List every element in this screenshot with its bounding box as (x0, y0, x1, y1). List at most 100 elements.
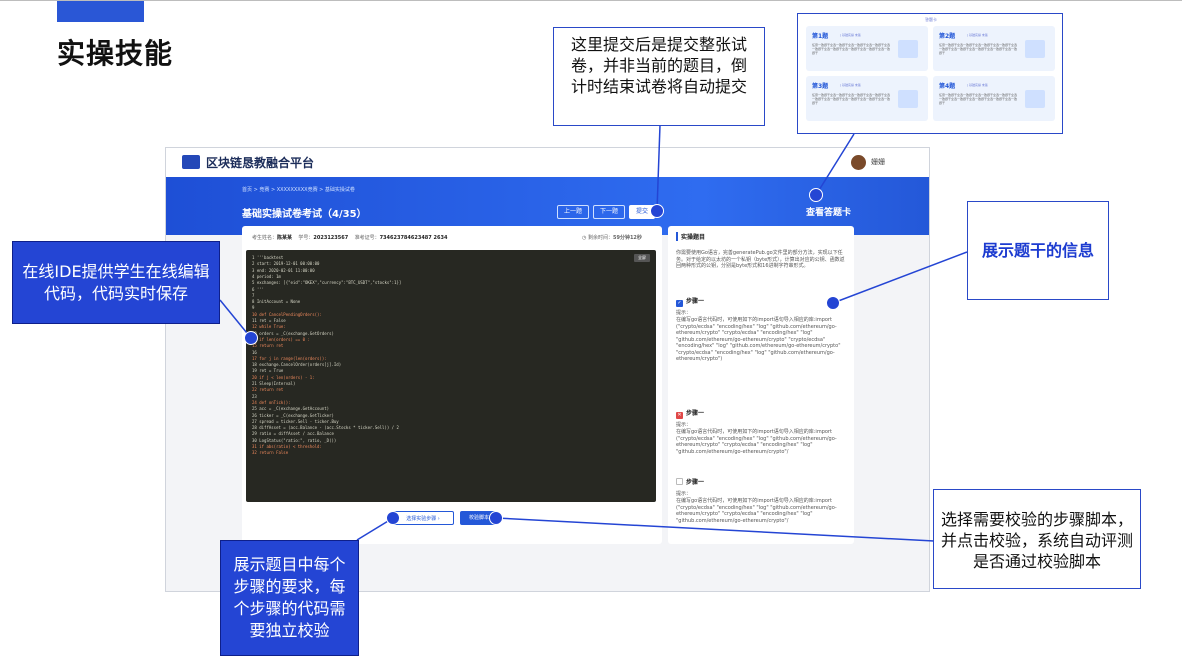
document-icon (1025, 40, 1045, 58)
document-icon (898, 40, 918, 58)
code-line[interactable]: 32 return False (252, 450, 289, 456)
step-2-hint: 在编写go语言代码时，可使用如下的import语句导入相应的库:import (… (676, 429, 837, 455)
step-1-header[interactable]: ✓步骤一 (676, 296, 704, 307)
code-line[interactable]: 10 def CancelPendingOrders(): (252, 311, 322, 317)
ide-callout: 在线IDE提供学生在线编辑代码，代码实时保存 (12, 241, 220, 324)
fullscreen-button[interactable]: 全屏 (634, 254, 650, 262)
connector-line (656, 124, 661, 212)
next-question-button[interactable]: 下一题 (593, 205, 625, 219)
steps-callout: 展示题目中每个步骤的要求，每个步骤的代码需要独立校验 (220, 540, 359, 656)
answer-card-preview: 答题卡 第1题 | 基础实操 未答 任意一致题干全选一致题干全选一致题干全选一致… (797, 13, 1063, 134)
marker-dot (809, 188, 823, 202)
task-description: 你需要使用Go语言，完善generatePub.go文件里的部分方法，实现以下任… (676, 250, 845, 269)
question-card-text: 任意一致题干全选一致题干全选一致题干全选一致题干全选一致题干全选一致题干全选一致… (939, 43, 1018, 55)
clock-icon: ◷ (582, 235, 587, 241)
code-line[interactable]: 8 InitAccount = None (252, 299, 301, 305)
code-line[interactable]: 24 def onTick(): (252, 399, 291, 405)
step-3-header[interactable]: 步骤一 (676, 477, 704, 486)
document-icon (1025, 90, 1045, 108)
code-line[interactable]: 26 ticker = _C(exchange.GetTicker) (252, 412, 334, 418)
marker-dot (386, 511, 400, 525)
breadcrumb[interactable]: 首页 > 竞赛 > XXXXXXXXX竞赛 > 基础实操试卷 (242, 187, 355, 193)
step-1-hint: 在编写go语言代码时，可使用如下的import语句导入相应的库:import (… (676, 317, 841, 362)
code-line[interactable]: 21 Sleep(Interval) (252, 381, 296, 386)
cert-label: 准考证号： (354, 235, 380, 241)
code-line[interactable]: 23 (252, 393, 257, 399)
code-line[interactable]: 19 ret = True (252, 368, 284, 374)
platform-name: 区块链恳教融合平台 (206, 156, 315, 170)
code-line[interactable]: 9 (252, 305, 255, 311)
exam-title: 基础实操试卷考试（4/35） (242, 209, 367, 220)
candidate-name: 陈某某 (277, 235, 293, 241)
document-icon (898, 90, 918, 108)
code-line[interactable]: 7 (252, 292, 255, 298)
code-line[interactable]: 31 if abs(ratio) < threshold: (252, 444, 322, 449)
connector-line (815, 133, 855, 196)
code-line[interactable]: 14 if len(orders) == 0 : (252, 336, 310, 342)
checkbox-checked-icon[interactable]: ✓ (676, 300, 683, 307)
timer-label: 剩余时间： (587, 235, 613, 241)
timer-value: 59分钟12秒 (612, 235, 642, 241)
candidate-cert: 734623784623487 2634 (379, 235, 448, 241)
code-line[interactable]: 18 exchange.CancelOrder(orders[j].Id) (252, 362, 342, 368)
candidate-id: 2023123567 (313, 235, 349, 241)
code-line[interactable]: 28 diffAsset = (acc.Balance - (acc.Stock… (252, 425, 399, 431)
code-line[interactable]: 12 while True: (252, 324, 286, 330)
top-nav-bar: 区块链恳教融合平台 姗姗 (166, 148, 929, 177)
code-line[interactable]: 16 (252, 349, 257, 355)
slide-top-rule (0, 0, 1182, 1)
submit-callout: 这里提交后是提交整张试卷，并非当前的题目，倒计时结束试卷将自动提交 (553, 27, 765, 126)
question-card[interactable]: 第3题 | 基础实操 未答 任意一致题干全选一致题干全选一致题干全选一致题干全选… (806, 76, 928, 121)
code-line[interactable]: 3 end: 2020-02-01 11:00:00 (252, 267, 315, 273)
code-line[interactable]: 29 ratio = diffAsset / acc.Balance (252, 431, 334, 437)
step-2-header[interactable]: ✕步骤一 (676, 408, 704, 419)
question-card-tag: | 基础实操 未答 (840, 33, 861, 37)
connector-line (495, 517, 935, 542)
stem-callout: 展示题干的信息 (967, 201, 1109, 300)
code-line[interactable]: 4 period: 1m (252, 273, 281, 279)
marker-dot (826, 296, 840, 310)
exam-header-banner: 首页 > 竞赛 > XXXXXXXXX竞赛 > 基础实操试卷 基础实操试卷考试（… (166, 177, 929, 235)
code-line[interactable]: 11 ret = False (252, 318, 286, 323)
code-line[interactable]: 22 return ret (252, 387, 284, 393)
submit-exam-button[interactable]: 提交 (629, 205, 655, 219)
marker-dot (650, 204, 664, 218)
question-card-title: 第2题 (939, 33, 956, 40)
question-card-text: 任意一致题干全选一致题干全选一致题干全选一致题干全选一致题干全选一致题干全选一致… (939, 93, 1018, 105)
step-3-hint: 在编写go语言代码时，可使用如下的import语句导入相应的库:import (… (676, 498, 837, 524)
slide-title: 实操技能 (57, 37, 174, 70)
code-line[interactable]: 27 spread = ticker.Sell - ticker.Buy (252, 418, 339, 424)
code-line[interactable]: 30 LogStatus("ratio:", ratio, _D()) (252, 437, 337, 443)
code-line[interactable]: 6 ''' (252, 286, 265, 292)
code-line[interactable]: 17 for j in range(len(orders)): (252, 355, 327, 361)
name-label: 考生姓名： (252, 235, 278, 241)
question-card[interactable]: 第2题 | 基础实操 未答 任意一致题干全选一致题干全选一致题干全选一致题干全选… (933, 26, 1055, 71)
verify-script-button[interactable]: 校验脚本 (460, 511, 498, 525)
prev-question-button[interactable]: 上一题 (557, 205, 589, 219)
avatar[interactable] (851, 155, 866, 170)
connector-line (832, 251, 968, 304)
code-line[interactable]: 13 orders = _C(exchange.GetOrders) (252, 330, 334, 336)
question-card-tag: | 基础实操 未答 (840, 83, 861, 87)
code-line[interactable]: 20 if j < len(orders) - 1: (252, 374, 315, 380)
task-title: 实操题目 (676, 232, 705, 241)
code-line[interactable]: 15 return ret (252, 343, 284, 349)
code-line[interactable]: 25 acc = _C(exchange.GetAccount) (252, 406, 330, 412)
question-card[interactable]: 第4题 | 基础实操 未答 任意一致题干全选一致题干全选一致题干全选一致题干全选… (933, 76, 1055, 121)
checkbox-empty-icon[interactable] (676, 478, 683, 485)
question-card[interactable]: 第1题 | 基础实操 未答 任意一致题干全选一致题干全选一致题干全选一致题干全选… (806, 26, 928, 71)
question-card-tag: | 基础实操 未答 (967, 33, 988, 37)
code-line[interactable]: 5 exchanges: [{"eid":"OKEX","currency":"… (252, 280, 402, 286)
code-line[interactable]: 1 '''backtest (252, 255, 284, 260)
question-card-text: 任意一致题干全选一致题干全选一致题干全选一致题干全选一致题干全选一致题干全选一致… (812, 43, 891, 55)
task-panel: 实操题目 你需要使用Go语言，完善generatePub.go文件里的部分方法，… (668, 226, 854, 544)
view-answer-card-button[interactable]: 查看答题卡 (806, 208, 852, 218)
question-card-text: 任意一致题干全选一致题干全选一致题干全选一致题干全选一致题干全选一致题干全选一致… (812, 93, 891, 105)
code-line[interactable]: 2 start: 2019-12-01 00:00:00 (252, 261, 320, 267)
select-step-button[interactable]: 选择实验步骤 › (392, 511, 454, 525)
checkbox-failed-icon[interactable]: ✕ (676, 412, 683, 419)
step-2-label: 步骤一 (686, 410, 705, 417)
user-name[interactable]: 姗姗 (871, 158, 885, 166)
